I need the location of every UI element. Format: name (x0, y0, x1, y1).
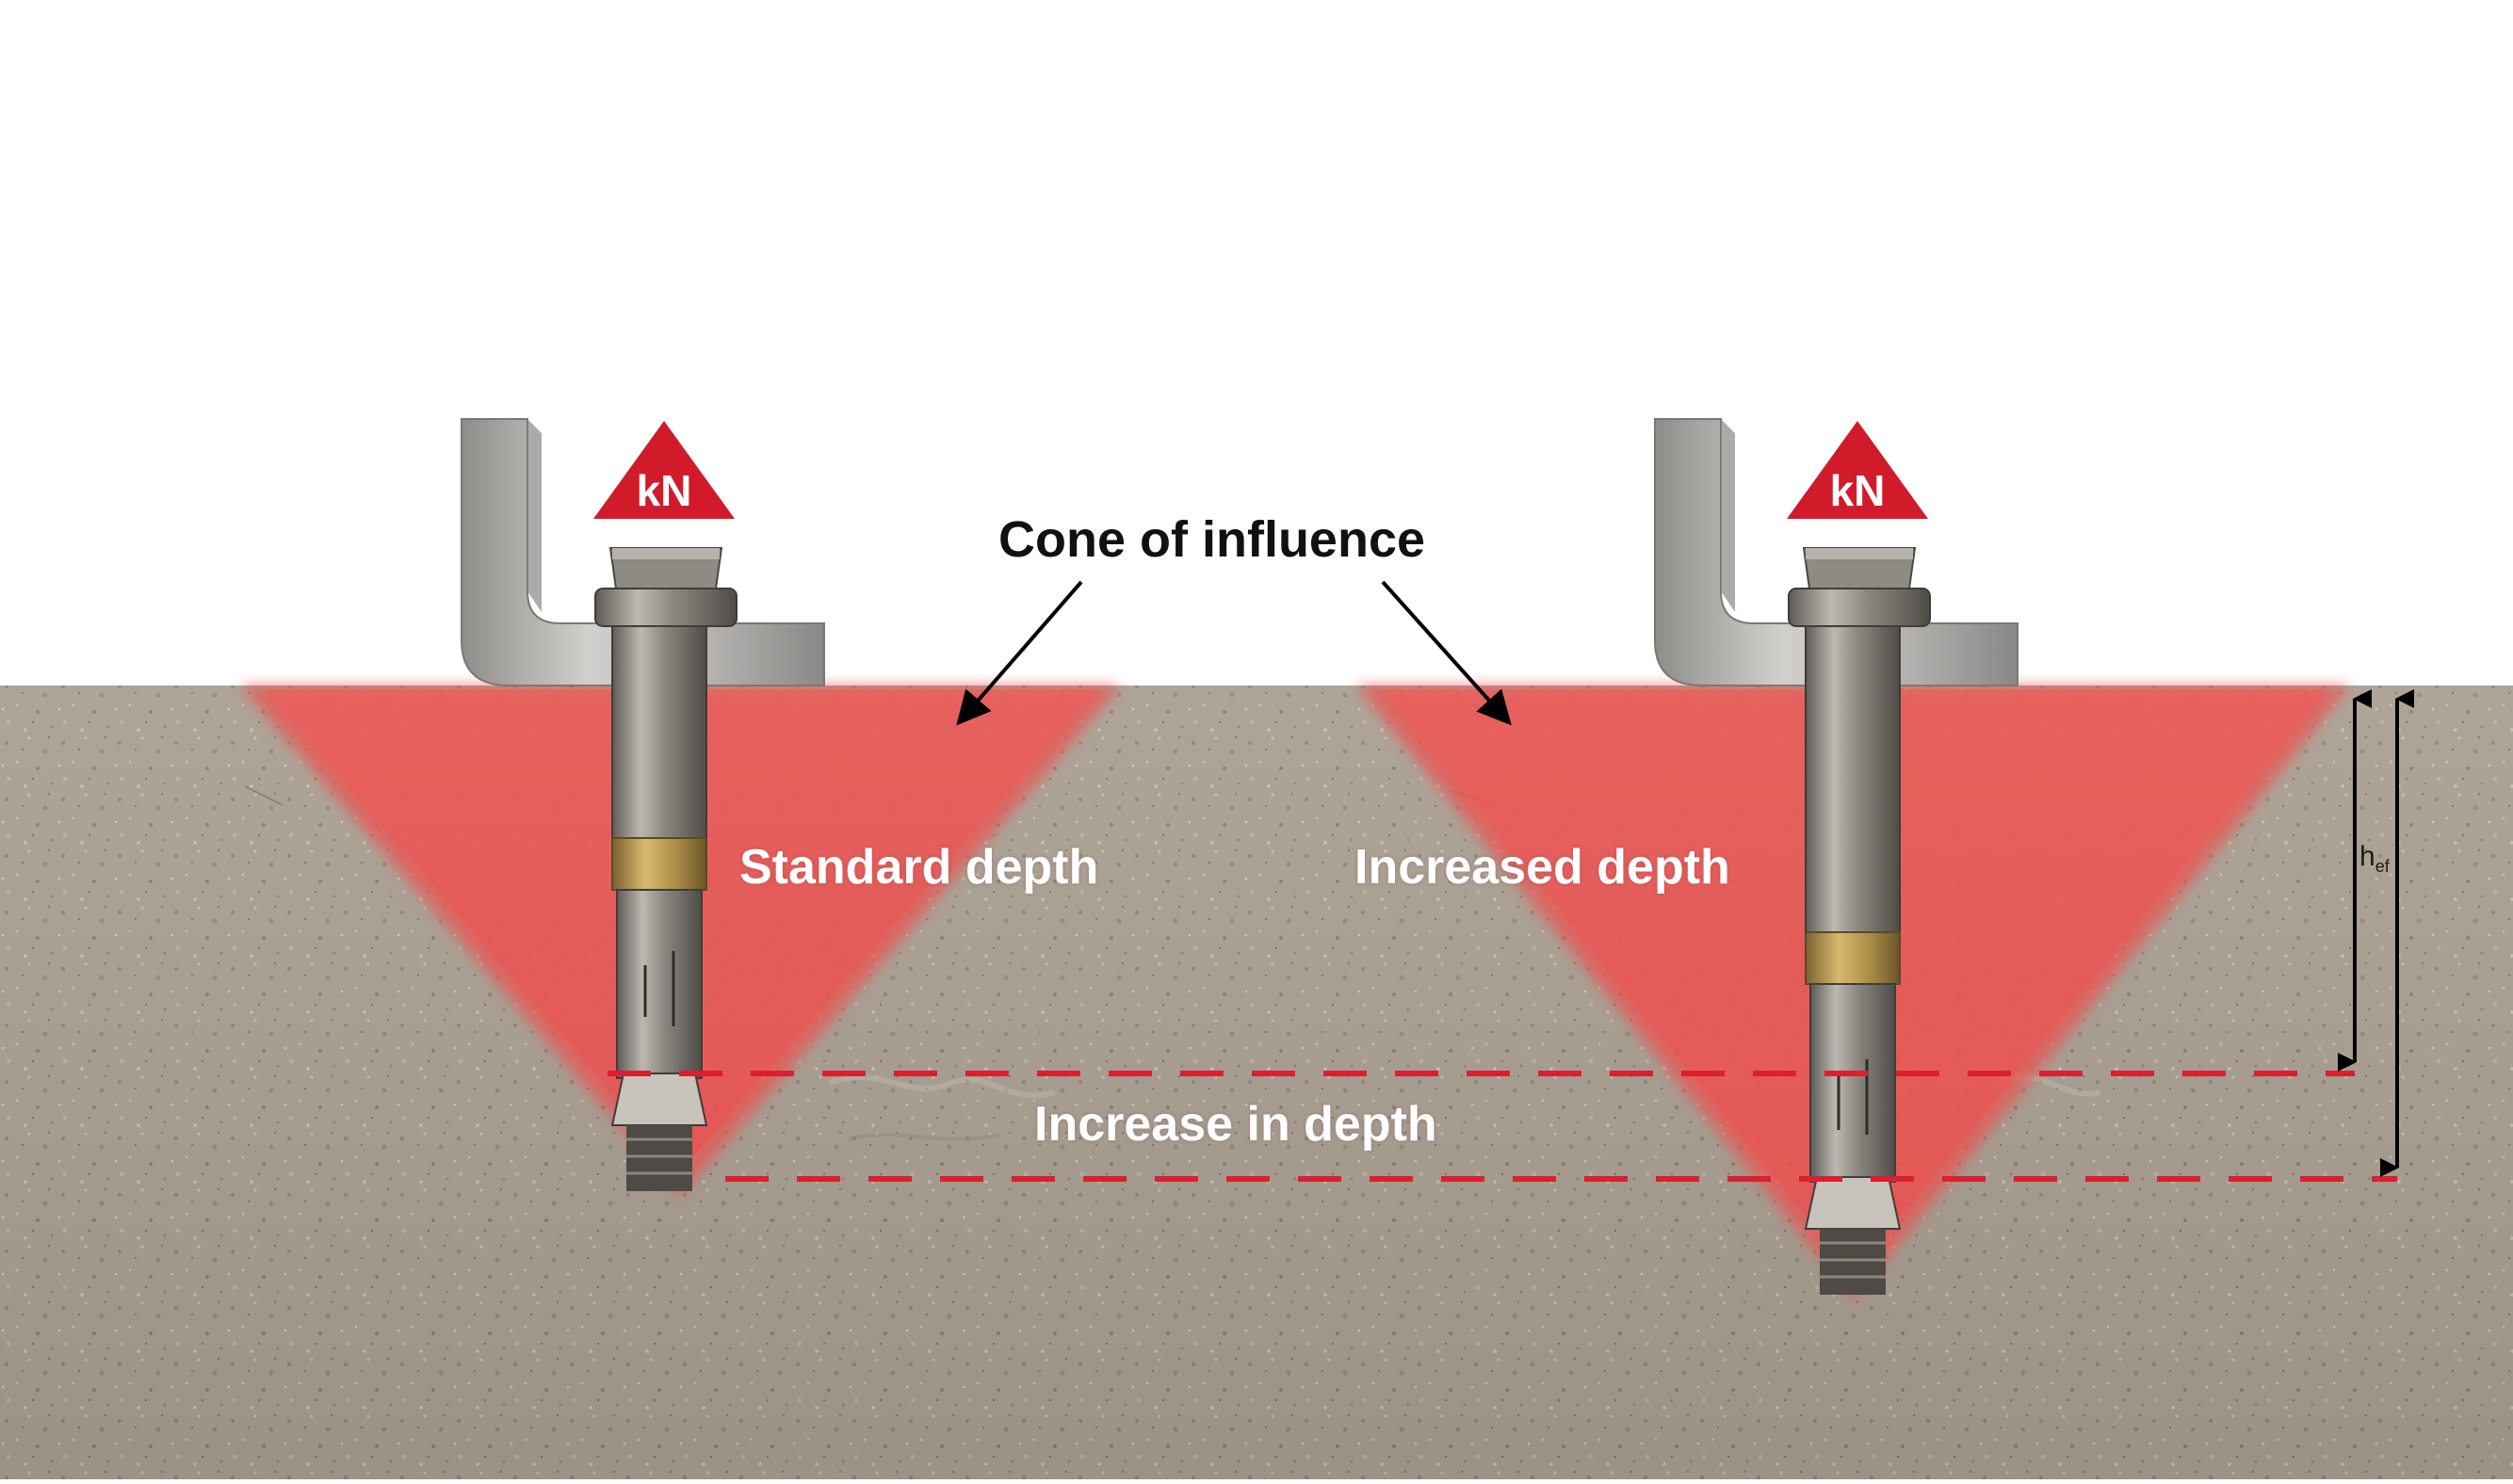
increase-in-depth-label: Increase in depth (1034, 1097, 1437, 1152)
embedment-depth-label: hef (2359, 841, 2390, 876)
standard-depth-label: Standard depth (739, 840, 1099, 895)
cone-of-influence-label: Cone of influence (998, 511, 1426, 568)
load-label-left: kN (636, 466, 692, 515)
expansion-anchor-bolt-icon (594, 547, 738, 1191)
expansion-anchor-bolt-icon (1788, 547, 1931, 1295)
embedment-depth-subscript: ef (2375, 857, 2390, 876)
embedment-depth-symbol: h (2359, 841, 2375, 872)
increased-depth-label: Increased depth (1354, 840, 1730, 895)
load-label-right: kN (1829, 466, 1886, 515)
kn-load-triangle-icon (1787, 421, 1928, 519)
cone-pointer-arrow-left (956, 580, 1083, 726)
kn-load-triangle-icon (593, 421, 735, 519)
cone-pointer-arrow-right (1381, 580, 1512, 726)
